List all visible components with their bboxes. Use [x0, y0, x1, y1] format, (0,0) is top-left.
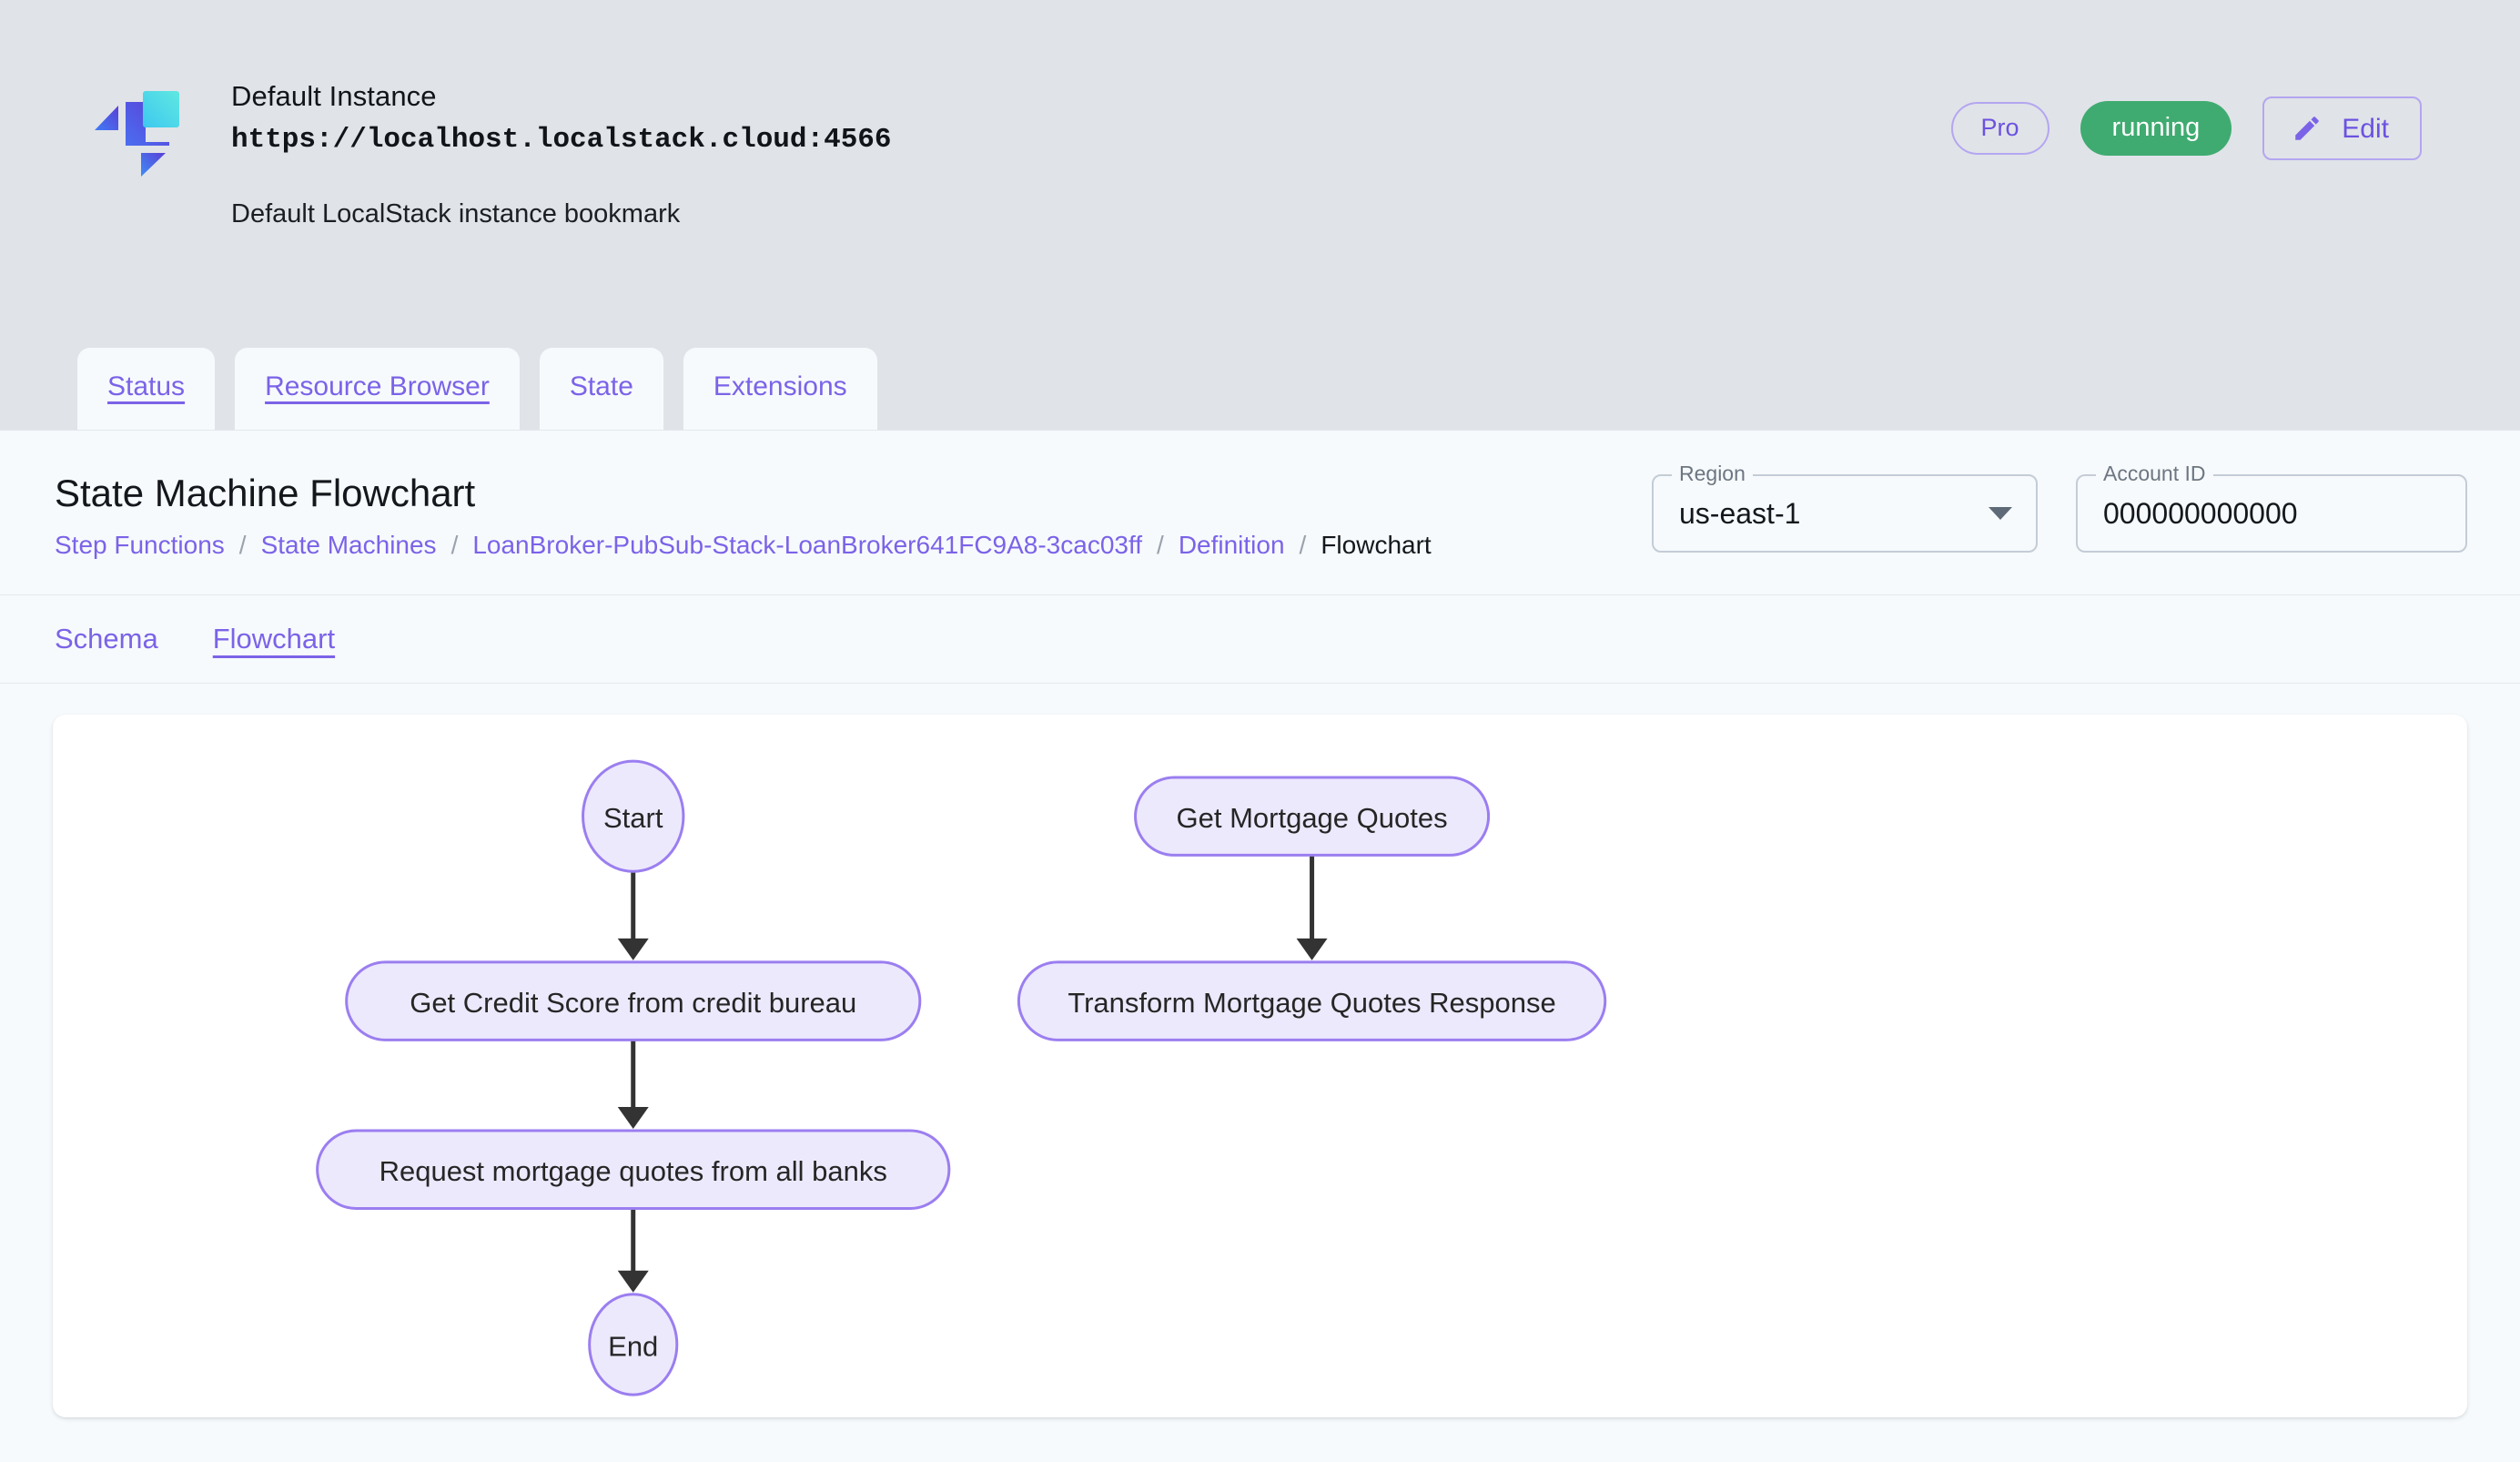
header-actions: Pro running Edit: [1950, 96, 2422, 160]
region-value: us-east-1: [1679, 496, 1801, 530]
sub-tabs: Schema Flowchart: [0, 595, 2520, 685]
breadcrumb: Step Functions / State Machines / LoanBr…: [55, 531, 2465, 560]
app-header: Default Instance https://localhost.local…: [0, 0, 2520, 430]
edit-button[interactable]: Edit: [2262, 96, 2422, 160]
breadcrumb-separator: /: [1299, 531, 1307, 560]
flowchart-node-label: End: [608, 1331, 658, 1363]
flowchart-arrowhead: [617, 938, 649, 960]
flowchart-edges: [617, 855, 1328, 1293]
flowchart-arrowhead: [1296, 938, 1328, 960]
instance-url: https://localhost.localstack.cloud:4566: [231, 124, 892, 157]
region-select[interactable]: Region us-east-1: [1652, 462, 2038, 553]
account-id-value: 000000000000: [2103, 496, 2298, 530]
edit-button-label: Edit: [2342, 113, 2389, 144]
localstack-logo-icon: [89, 78, 191, 180]
flowchart-node-label: Transform Mortgage Quotes Response: [1068, 987, 1555, 1019]
account-id-label: Account ID: [2096, 462, 2213, 486]
chevron-down-icon: [1989, 507, 2012, 520]
flowchart-node-shape: [1134, 776, 1491, 857]
flowchart-node-end[interactable]: End: [588, 1293, 679, 1396]
breadcrumb-item-flowchart: Flowchart: [1321, 531, 1432, 560]
account-id-field[interactable]: Account ID 000000000000: [2076, 462, 2467, 553]
breadcrumb-item-step-functions[interactable]: Step Functions: [55, 531, 225, 560]
flowchart-node-shape: [316, 1129, 951, 1210]
tab-extensions[interactable]: Extensions: [683, 347, 877, 430]
subtab-flowchart[interactable]: Flowchart: [212, 623, 336, 655]
breadcrumb-item-definition[interactable]: Definition: [1178, 531, 1285, 560]
instance-description: Default LocalStack instance bookmark: [231, 199, 681, 229]
flowchart-node-start[interactable]: Start: [582, 759, 685, 873]
status-badge: running: [2080, 101, 2232, 156]
flowchart-node-label: Get Mortgage Quotes: [1177, 802, 1448, 834]
breadcrumb-separator: /: [450, 531, 459, 560]
flowchart-node-label: Request mortgage quotes from all banks: [380, 1155, 887, 1187]
tab-resource-browser[interactable]: Resource Browser: [235, 347, 520, 430]
breadcrumb-item-state-machines[interactable]: State Machines: [260, 531, 437, 560]
flowchart-node-shape: [588, 1293, 679, 1396]
main-tabs: Status Resource Browser State Extensions: [77, 347, 877, 430]
breadcrumb-item-state-machine-name[interactable]: LoanBroker-PubSub-Stack-LoanBroker641FC9…: [472, 531, 1143, 560]
flowchart-node-label: Start: [603, 802, 663, 834]
region-label: Region: [1672, 462, 1753, 486]
selectors: Region us-east-1 Account ID 000000000000: [1652, 462, 2467, 553]
flowchart-node-transform[interactable]: Transform Mortgage Quotes Response: [1017, 960, 1607, 1041]
page-title: State Machine Flowchart: [55, 472, 476, 514]
subtab-schema[interactable]: Schema: [55, 623, 158, 655]
flowchart-node-getquotes[interactable]: Get Mortgage Quotes: [1134, 776, 1491, 857]
breadcrumb-separator: /: [1157, 531, 1164, 560]
breadcrumb-separator: /: [238, 531, 247, 560]
tab-status[interactable]: Status: [77, 347, 216, 430]
flowchart-node-credit[interactable]: Get Credit Score from credit bureau: [345, 960, 922, 1041]
flowchart-node-label: Get Credit Score from credit bureau: [410, 987, 856, 1019]
flowchart-node-request[interactable]: Request mortgage quotes from all banks: [316, 1129, 951, 1210]
flowchart-arrowhead: [617, 1107, 649, 1130]
flowchart-node-shape: [1017, 960, 1607, 1041]
flowchart-node-shape: [345, 960, 922, 1041]
pro-badge[interactable]: Pro: [1950, 102, 2049, 155]
page-header: State Machine Flowchart Step Functions /…: [0, 431, 2520, 596]
flowchart-arrowhead: [617, 1270, 649, 1293]
pencil-icon: [2292, 113, 2323, 144]
instance-name: Default Instance: [231, 80, 437, 112]
content-panel: State Machine Flowchart Step Functions /…: [0, 430, 2520, 1462]
tab-state[interactable]: State: [539, 347, 663, 430]
flowchart-node-shape: [582, 759, 685, 873]
